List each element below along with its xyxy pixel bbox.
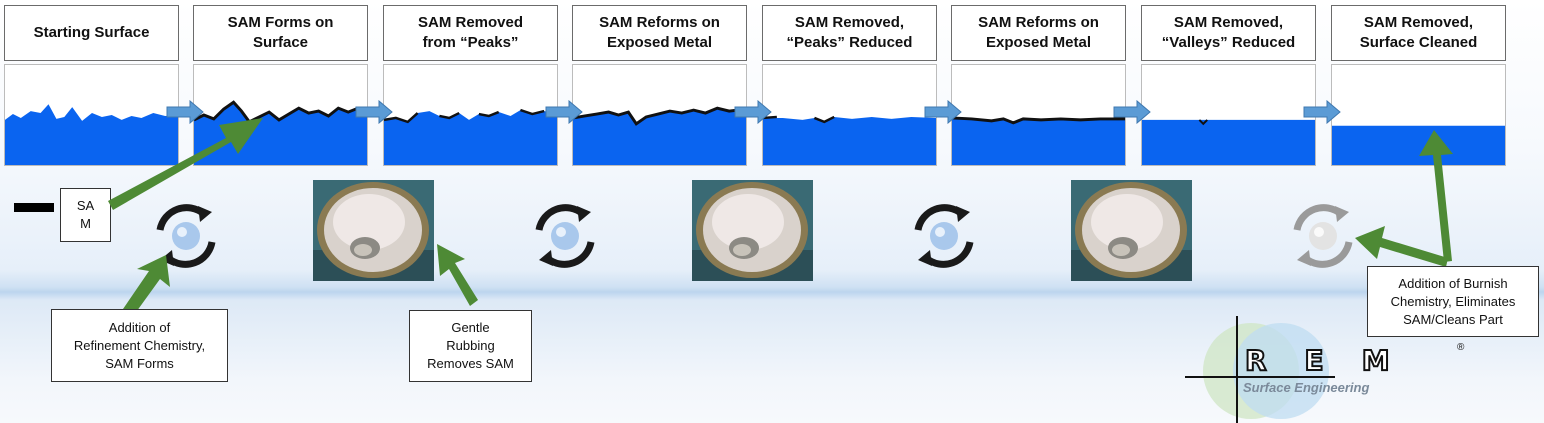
stage-title-1: Starting Surface bbox=[4, 5, 179, 61]
stage-title-3: SAM Removed from “Peaks” bbox=[383, 5, 558, 61]
refresh-cycle-icon-faded bbox=[1293, 204, 1353, 268]
stage-title-6: SAM Reforms on Exposed Metal bbox=[951, 5, 1126, 61]
right-arrow-icon bbox=[166, 100, 204, 124]
right-arrow-icon bbox=[355, 100, 393, 124]
surface-panel-6 bbox=[951, 64, 1126, 166]
right-arrow-icon bbox=[734, 100, 772, 124]
stage-title-7: SAM Removed, “Valleys” Reduced bbox=[1141, 5, 1316, 61]
stage-title-8: SAM Removed, Surface Cleaned bbox=[1331, 5, 1506, 61]
logo-letters: REM bbox=[1244, 343, 1428, 378]
surface-panel-3 bbox=[383, 64, 558, 166]
right-arrow-icon bbox=[1303, 100, 1341, 124]
surface-panel-5 bbox=[762, 64, 937, 166]
surface-panel-7 bbox=[1141, 64, 1316, 166]
stage-title-2: SAM Forms on Surface bbox=[193, 5, 368, 61]
surface-panel-1 bbox=[4, 64, 179, 166]
stage-title-4: SAM Reforms on Exposed Metal bbox=[572, 5, 747, 61]
sam-legend-label: SA M bbox=[60, 188, 111, 242]
right-arrow-icon bbox=[1113, 100, 1151, 124]
right-arrow-icon bbox=[545, 100, 583, 124]
stage-title-5: SAM Removed, “Peaks” Reduced bbox=[762, 5, 937, 61]
rubbing-callout: Gentle Rubbing Removes SAM bbox=[409, 310, 532, 382]
right-arrow-icon bbox=[924, 100, 962, 124]
surface-panel-8 bbox=[1331, 64, 1506, 166]
burnish-callout: Addition of Burnish Chemistry, Eliminate… bbox=[1367, 266, 1539, 337]
surface-panel-4 bbox=[572, 64, 747, 166]
refresh-cycle-icon bbox=[156, 204, 216, 268]
green-arrow-to-rubbing-photo bbox=[437, 244, 478, 306]
vibratory-bowl-photo bbox=[692, 180, 813, 281]
vibratory-bowl-photo bbox=[1071, 180, 1192, 281]
refinement-callout: Addition of Refinement Chemistry, SAM Fo… bbox=[51, 309, 228, 382]
logo-subtitle: Surface Engineering bbox=[1243, 380, 1370, 395]
sam-legend-swatch bbox=[14, 203, 54, 212]
surface-panel-2 bbox=[193, 64, 368, 166]
refresh-cycle-icon bbox=[914, 204, 974, 268]
vibratory-bowl-photo bbox=[313, 180, 434, 281]
registered-mark: ® bbox=[1457, 342, 1465, 353]
green-arrow-to-burnish-cycle bbox=[1355, 226, 1448, 267]
rem-logo: REM ® Surface Engineering bbox=[1185, 316, 1475, 423]
refresh-cycle-icon bbox=[535, 204, 595, 268]
